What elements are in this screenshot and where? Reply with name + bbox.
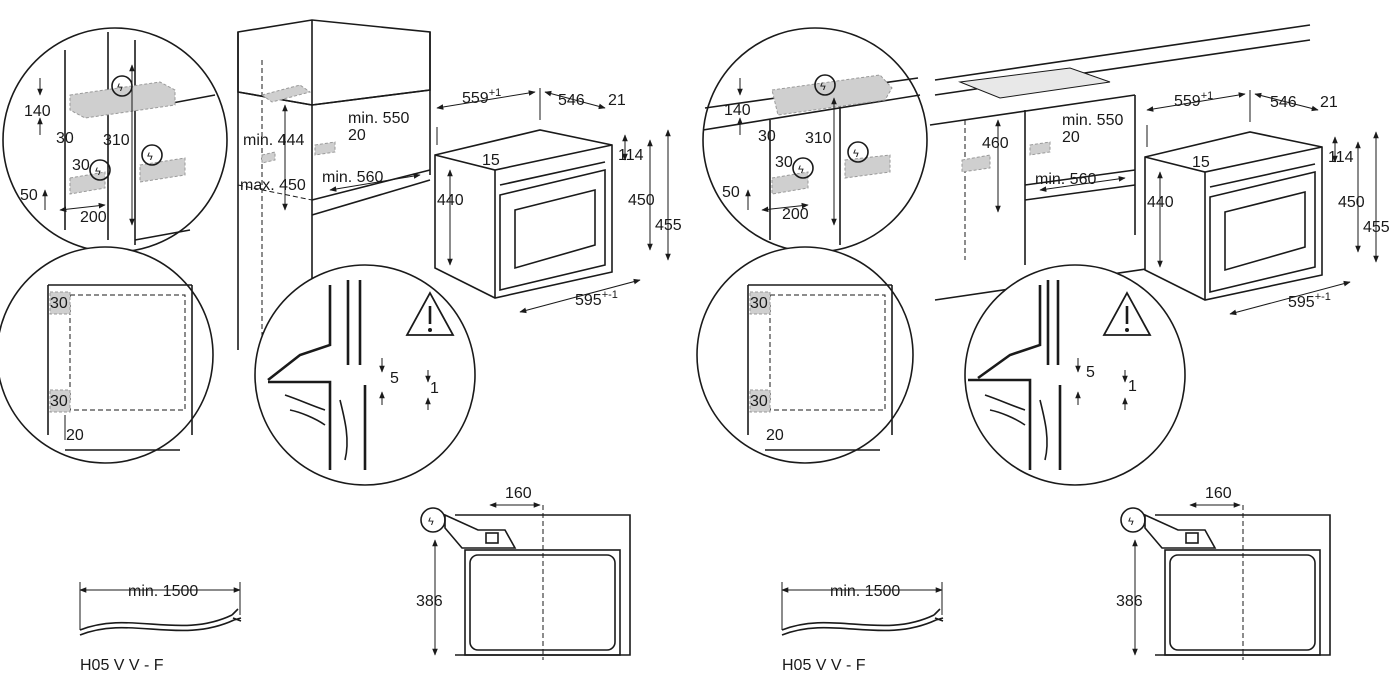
dim-min-560: min. 560 [322, 169, 383, 186]
cable-label: H05 V V - F [80, 657, 164, 674]
dim-min-444: min. 444 [243, 132, 304, 149]
gap-detail-circle: 5 1 [254, 264, 476, 486]
dim-559: 559+1 [1174, 90, 1213, 110]
electric-symbol-icon: ϟ [1128, 516, 1134, 528]
side-gap-detail-circle: 30 30 20 [696, 246, 914, 464]
dim-min-1500: min. 1500 [830, 583, 900, 600]
dim-min-550: min. 550 [1062, 112, 1123, 129]
gap-detail-circle: 5 1 [964, 264, 1186, 486]
dim-min-560: min. 560 [1035, 171, 1096, 188]
electric-symbol-icon: ϟ [428, 516, 434, 528]
electric-symbol-icon: ϟ [820, 81, 826, 93]
dim-140: 140 [724, 102, 751, 119]
dim-455: 455 [655, 217, 682, 234]
cable-label: H05 V V - F [782, 657, 866, 674]
dim-30: 30 [50, 295, 68, 312]
niche-dimensions: 460 min. 550 20 min. 560 [982, 112, 1126, 213]
dim-50: 50 [20, 187, 38, 204]
dim-460: 460 [982, 135, 1009, 152]
dim-1: 1 [430, 380, 439, 397]
dim-21: 21 [608, 92, 626, 109]
electric-symbol-icon: ϟ [798, 164, 804, 176]
dim-595: 595+-1 [575, 289, 618, 309]
dim-450: 450 [628, 192, 655, 209]
dim-595: 595+-1 [1288, 291, 1331, 311]
power-cable: min. 1500 H05 V V - F [781, 582, 944, 674]
dim-15: 15 [482, 152, 500, 169]
dim-30: 30 [750, 393, 768, 410]
niche-dimensions: min. 444 max. 450 min. 550 20 min. 560 [240, 104, 421, 211]
dim-min-1500: min. 1500 [128, 583, 198, 600]
dim-160: 160 [1205, 485, 1232, 502]
dim-20: 20 [1062, 129, 1080, 146]
dim-200: 200 [782, 206, 809, 223]
dim-30: 30 [56, 130, 74, 147]
dim-20: 20 [766, 427, 784, 444]
dim-310: 310 [103, 132, 130, 149]
dim-max-450: max. 450 [240, 177, 306, 194]
dim-15: 15 [1192, 154, 1210, 171]
dim-160: 160 [505, 485, 532, 502]
dim-140: 140 [24, 103, 51, 120]
dim-30: 30 [50, 393, 68, 410]
dim-50: 50 [722, 184, 740, 201]
dim-21: 21 [1320, 94, 1338, 111]
dim-30: 30 [775, 154, 793, 171]
dim-5: 5 [1086, 364, 1095, 381]
dim-559: 559+1 [462, 87, 501, 107]
left-panel: ϟ ϟ ϟ 140 30 310 30 50 200 [0, 19, 682, 674]
dim-450: 450 [1338, 194, 1365, 211]
dim-20: 20 [348, 127, 366, 144]
dim-546: 546 [558, 92, 585, 109]
electric-symbol-icon: ϟ [147, 151, 153, 163]
dim-440: 440 [1147, 194, 1174, 211]
dim-200: 200 [80, 209, 107, 226]
dim-min-550: min. 550 [348, 110, 409, 127]
electric-symbol-icon: ϟ [853, 148, 859, 160]
dim-30: 30 [72, 157, 90, 174]
front-view: ϟ 160 386 [1116, 485, 1331, 660]
dim-114: 114 [618, 147, 644, 164]
dim-386: 386 [416, 593, 443, 610]
oven-unit: 559+1 546 21 15 114 440 450 455 595+-1 [1144, 90, 1390, 316]
power-cable: min. 1500 H05 V V - F [79, 582, 242, 674]
dim-30: 30 [750, 295, 768, 312]
dim-5: 5 [390, 370, 399, 387]
dim-386: 386 [1116, 593, 1143, 610]
vent-detail-circle: ϟ ϟ ϟ 140 30 310 30 50 200 [2, 27, 228, 253]
dim-455: 455 [1363, 219, 1390, 236]
oven-unit: 559+1 546 21 15 114 440 450 455 595+-1 [434, 87, 682, 314]
right-panel: ϟ ϟ ϟ 140 30 310 30 50 200 [696, 24, 1390, 674]
dim-1: 1 [1128, 378, 1137, 395]
dim-30: 30 [758, 128, 776, 145]
dim-114: 114 [1328, 149, 1354, 166]
dim-20: 20 [66, 427, 84, 444]
dim-310: 310 [805, 130, 832, 147]
dim-546: 546 [1270, 94, 1297, 111]
electric-symbol-icon: ϟ [95, 166, 101, 178]
front-view: ϟ 160 386 [416, 485, 631, 660]
side-gap-detail-circle: 30 30 20 [0, 246, 214, 464]
electric-symbol-icon: ϟ [117, 82, 123, 94]
dim-440: 440 [437, 192, 464, 209]
vent-detail-circle: ϟ ϟ ϟ 140 30 310 30 50 200 [702, 27, 928, 253]
